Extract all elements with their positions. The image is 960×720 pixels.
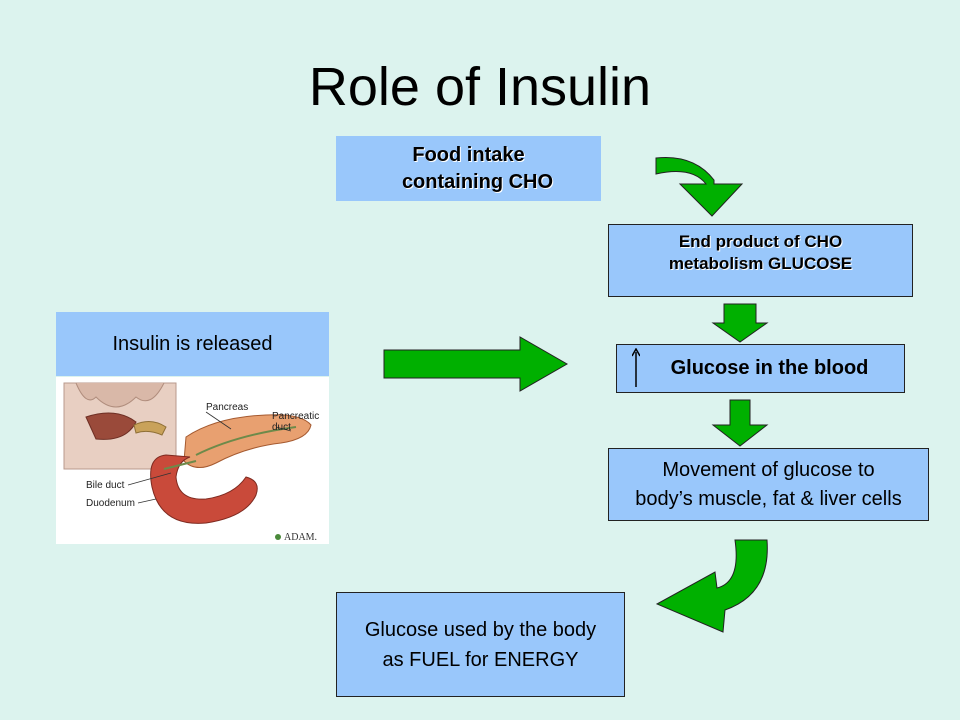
food-intake-box: Food intake containing CHO xyxy=(336,136,601,201)
fuel-line1: Glucose used by the body xyxy=(364,618,597,641)
fuel-line2: as FUEL for ENERGY xyxy=(382,648,579,671)
label-bile-duct: Bile duct xyxy=(86,480,125,491)
end-product-box: End product of CHO metabolism GLUCOSE xyxy=(608,224,913,297)
movement-line1: Movement of glucose to xyxy=(662,458,875,481)
glucose-used-for-fuel-box: Glucose used by the body as FUEL for ENE… xyxy=(336,592,625,697)
adam-credit: ADAM. xyxy=(284,532,317,543)
glucose-in-blood-box: Glucose in the blood xyxy=(616,344,905,393)
label-pancreatic-duct-1: Pancreatic xyxy=(272,411,319,422)
down-arrow-end-to-glucose xyxy=(711,303,769,343)
food-intake-line1: Food intake xyxy=(412,143,525,166)
down-arrow-glucose-to-movement xyxy=(711,399,769,447)
right-arrow-insulin-to-glucose xyxy=(383,336,569,392)
label-pancreatic-duct-2: duct xyxy=(272,422,291,433)
label-duodenum: Duodenum xyxy=(86,498,135,509)
label-pancreas: Pancreas xyxy=(206,402,248,413)
up-arrow-icon xyxy=(632,348,640,387)
end-product-line1: End product of CHO xyxy=(678,231,843,251)
insulin-released-box: Insulin is released xyxy=(56,312,329,376)
slide-title: Role of Insulin xyxy=(308,57,652,117)
end-product-line2: metabolism GLUCOSE xyxy=(668,253,853,273)
curved-arrow-movement-to-fuel xyxy=(655,539,768,633)
movement-line2: body’s muscle, fat & liver cells xyxy=(635,487,902,510)
curved-arrow-food-to-end-product xyxy=(655,156,744,217)
food-intake-line2: containing CHO xyxy=(401,170,554,193)
insulin-released-label: Insulin is released xyxy=(112,332,273,355)
pancreas-illustration: Pancreas Pancreatic duct Bile duct Duode… xyxy=(56,377,329,544)
movement-of-glucose-box: Movement of glucose to body’s muscle, fa… xyxy=(608,448,929,521)
glucose-in-blood-label: Glucose in the blood xyxy=(670,357,869,379)
